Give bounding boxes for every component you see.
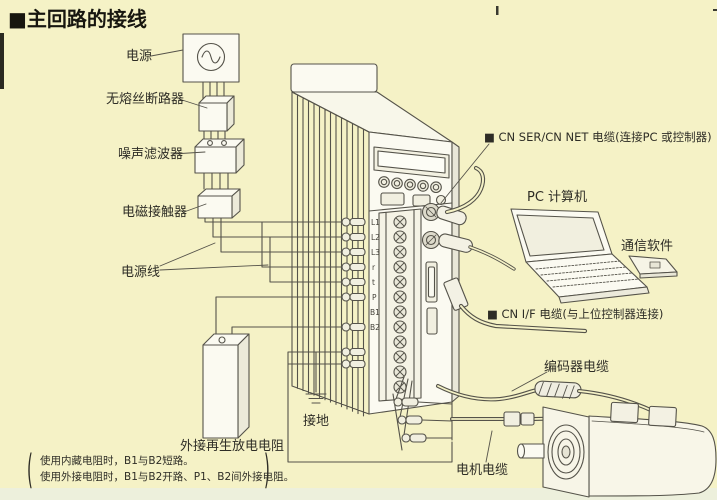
flange-ring-mid — [551, 430, 581, 474]
terminal-label-p: P — [372, 293, 377, 302]
cn-slot-connector-2 — [426, 307, 438, 335]
terminal-label-l2: L2 — [371, 233, 380, 242]
filter-leader-line — [172, 151, 206, 155]
label-noise-filter: 噪声滤波器 — [118, 147, 183, 162]
encoder-cable-a-core — [437, 385, 538, 401]
laptop-screen-inner — [516, 214, 605, 257]
label-comm-software: 通信软件 — [621, 239, 673, 254]
display-window — [377, 150, 446, 174]
power-line-wires — [204, 217, 343, 283]
wires-filter-to-contactor — [203, 172, 229, 193]
motor-cable-connector-a — [503, 411, 521, 427]
wire-lugs — [341, 217, 366, 369]
terminal-labels: L1 L2 L3 r t P B1 B2 — [370, 218, 380, 332]
note-paren-open: ( — [27, 447, 33, 493]
sine-wave-icon — [201, 50, 221, 64]
terminal-block-rails — [385, 209, 415, 401]
terminal-block — [378, 208, 422, 402]
ac-source-icon — [196, 42, 226, 72]
scan-artifact — [496, 6, 499, 15]
resistor-wires — [215, 296, 343, 336]
floppy-edge — [639, 271, 678, 279]
label-power-lines: 电源线 — [121, 265, 160, 280]
floppy-shutter — [649, 261, 661, 269]
motor-encoder-connector — [610, 401, 639, 424]
resistor-note: ( 使用内藏电阻时，B1与B2短路。 使用外接电阻时，B1与B2开路、P1、B2… — [27, 447, 294, 493]
label-contactor: 电磁接触器 — [122, 204, 187, 220]
terminal-label-l3: L3 — [371, 248, 380, 257]
motor-body — [588, 415, 717, 497]
terminal-label-b2: B2 — [370, 323, 380, 332]
motor-power-connector — [648, 405, 677, 428]
noise-filter-symbol — [194, 138, 245, 174]
panel-divider — [368, 202, 453, 212]
pc-cable-core — [469, 246, 515, 270]
encoder-inline-connector — [534, 380, 582, 400]
scan-artifact-right — [713, 9, 717, 11]
page-edge-mark — [0, 33, 4, 89]
label-external-resistor: 外接再生放电电阻 — [180, 438, 284, 454]
drive-right-face — [451, 141, 460, 403]
external-resistor-symbol — [202, 333, 250, 439]
label-breaker: 无熔丝断路器 — [106, 91, 184, 107]
terminal-label-t: t — [372, 278, 375, 287]
terminal-label-b1: B1 — [370, 308, 380, 317]
power-lines-leader-lines — [159, 242, 269, 271]
note-line-1: 使用内藏电阻时，B1与B2短路。 — [40, 454, 194, 467]
cn-if-cable-core — [460, 305, 586, 332]
servo-motor — [516, 401, 717, 498]
encoder-leader-line — [511, 371, 548, 392]
label-power-supply: 电源 — [126, 49, 152, 64]
note-paren-close: ) — [264, 447, 270, 493]
bottom-strip — [0, 488, 717, 500]
label-motor-cable: 电机电缆 — [456, 462, 508, 478]
power-leader-line — [150, 49, 184, 57]
screw-crosses — [395, 217, 405, 392]
cn-connectors — [421, 202, 441, 335]
laptop — [510, 208, 650, 304]
flange-ring-outer — [547, 424, 585, 480]
breaker-symbol — [198, 95, 235, 132]
contactor-leader-line — [183, 203, 207, 213]
breaker-leader-line — [178, 98, 208, 109]
label-pc: PC 计算机 — [527, 190, 587, 205]
contactor-symbol — [197, 188, 241, 219]
floppy-disk — [628, 255, 678, 279]
terminal-label-l1: L1 — [371, 218, 380, 227]
page-title: ■主回路的接线 — [8, 7, 147, 31]
drive-top-cap — [290, 63, 378, 93]
cn-ser-cable-core — [446, 167, 485, 213]
flange-ring-inner — [557, 438, 575, 466]
motor-cable-leader-line — [485, 430, 493, 463]
servo-drive — [290, 63, 473, 417]
label-cn-ser-cable: ■ CN SER/CN NET 电缆(连接PC 或控制器) — [484, 130, 712, 144]
ground-symbol-icon — [305, 393, 327, 404]
label-encoder-cable: 编码器电缆 — [544, 359, 609, 375]
wires-breaker-to-filter — [203, 130, 226, 144]
lug-bus-wires — [417, 401, 453, 441]
motor-cable-connector-b — [520, 412, 535, 426]
label-cn-if-cable: ■ CN I/F 电缆(与上位控制器连接) — [487, 307, 663, 321]
cn-ser-leader-line — [440, 143, 490, 204]
power-supply-symbol — [182, 33, 240, 83]
laptop-front-edge — [558, 286, 650, 304]
motor-shaft-cap — [516, 443, 526, 459]
terminal-label-r: r — [372, 263, 376, 272]
note-line-2: 使用外接电阻时，B1与B2开路、P1、B2间外接电阻。 — [40, 470, 294, 483]
flange-hub — [561, 445, 571, 459]
label-ground: 接地 — [303, 413, 329, 429]
wires-power-to-breaker — [202, 81, 225, 100]
